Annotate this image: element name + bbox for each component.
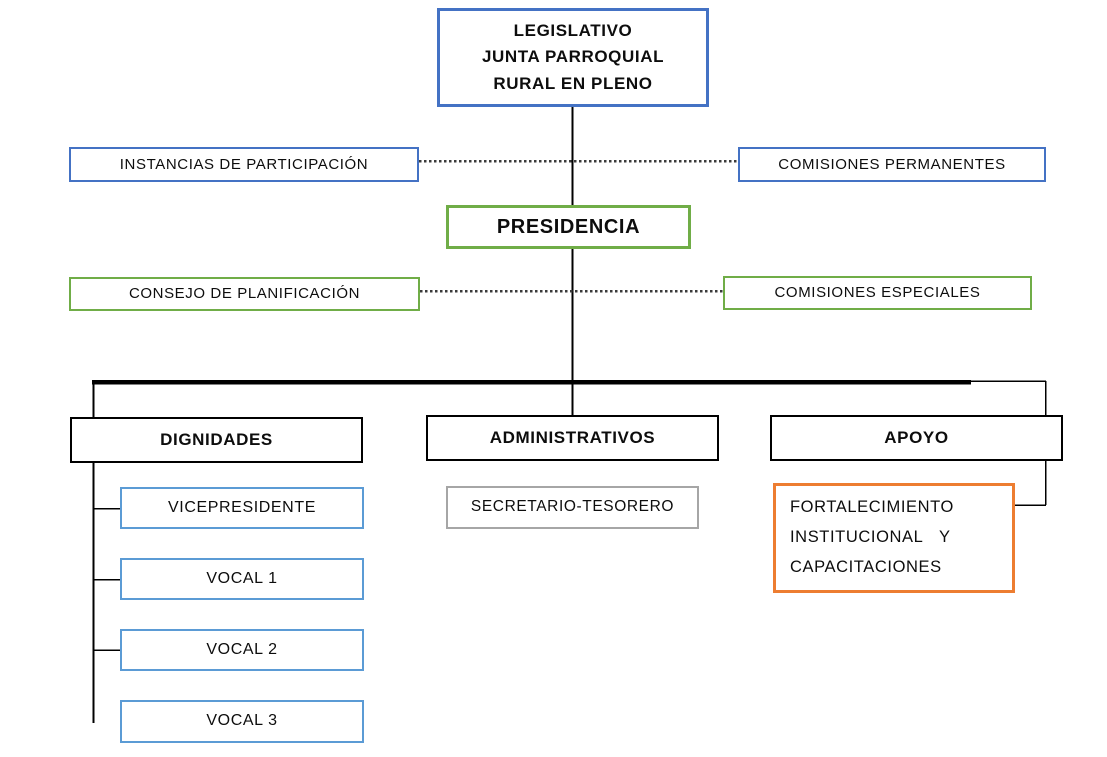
node-instancias-de-participacion: INSTANCIAS DE PARTICIPACIÓN xyxy=(69,147,419,182)
node-vicepresidente: VICEPRESIDENTE xyxy=(120,487,364,529)
node-comisiones-especiales: COMISIONES ESPECIALES xyxy=(723,276,1032,310)
node-vocal-2: VOCAL 2 xyxy=(120,629,364,671)
node-presidencia: PRESIDENCIA xyxy=(446,205,691,249)
node-vocal-1: VOCAL 1 xyxy=(120,558,364,600)
node-fortalecimiento-institucional: FORTALECIMIENTO INSTITUCIONAL Y CAPACITA… xyxy=(773,483,1015,593)
node-dignidades: DIGNIDADES xyxy=(70,417,363,463)
node-vocal-3: VOCAL 3 xyxy=(120,700,364,743)
node-comisiones-permanentes: COMISIONES PERMANENTES xyxy=(738,147,1046,182)
node-secretario-tesorero: SECRETARIO-TESORERO xyxy=(446,486,699,529)
node-apoyo: APOYO xyxy=(770,415,1063,461)
node-administrativos: ADMINISTRATIVOS xyxy=(426,415,719,461)
node-legislativo-junta-parroquial: LEGISLATIVO JUNTA PARROQUIAL RURAL EN PL… xyxy=(437,8,709,107)
node-consejo-de-planificacion: CONSEJO DE PLANIFICACIÓN xyxy=(69,277,420,311)
